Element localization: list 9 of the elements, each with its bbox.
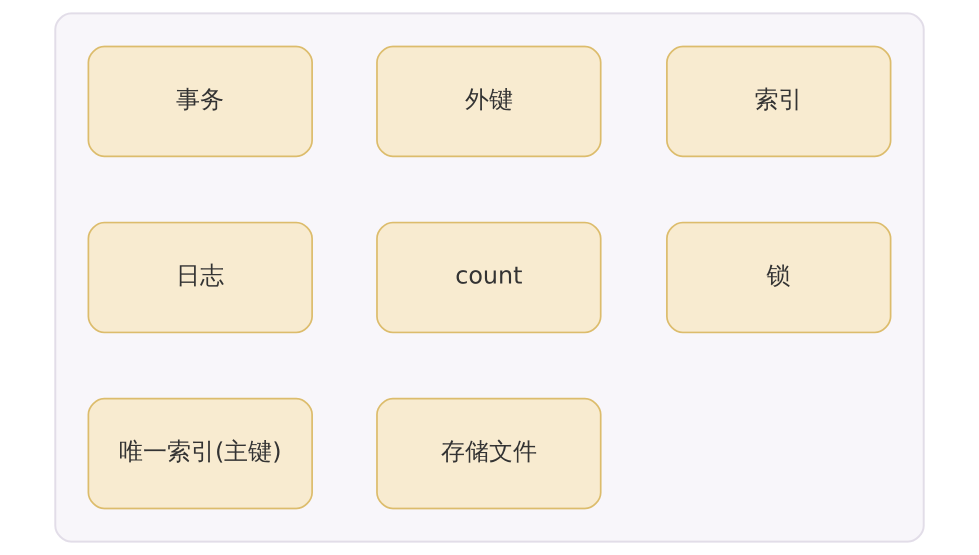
node-box: 日志 xyxy=(88,222,313,334)
cluster xyxy=(54,12,925,543)
node-box: count xyxy=(376,222,602,334)
node-box: 索引 xyxy=(666,46,892,158)
node-box: 唯一索引(主键) xyxy=(88,398,313,510)
node-box: 锁 xyxy=(666,222,892,334)
node-box: 存储文件 xyxy=(376,398,602,510)
node-box: 事务 xyxy=(88,46,313,158)
node-box: 外键 xyxy=(376,46,602,158)
